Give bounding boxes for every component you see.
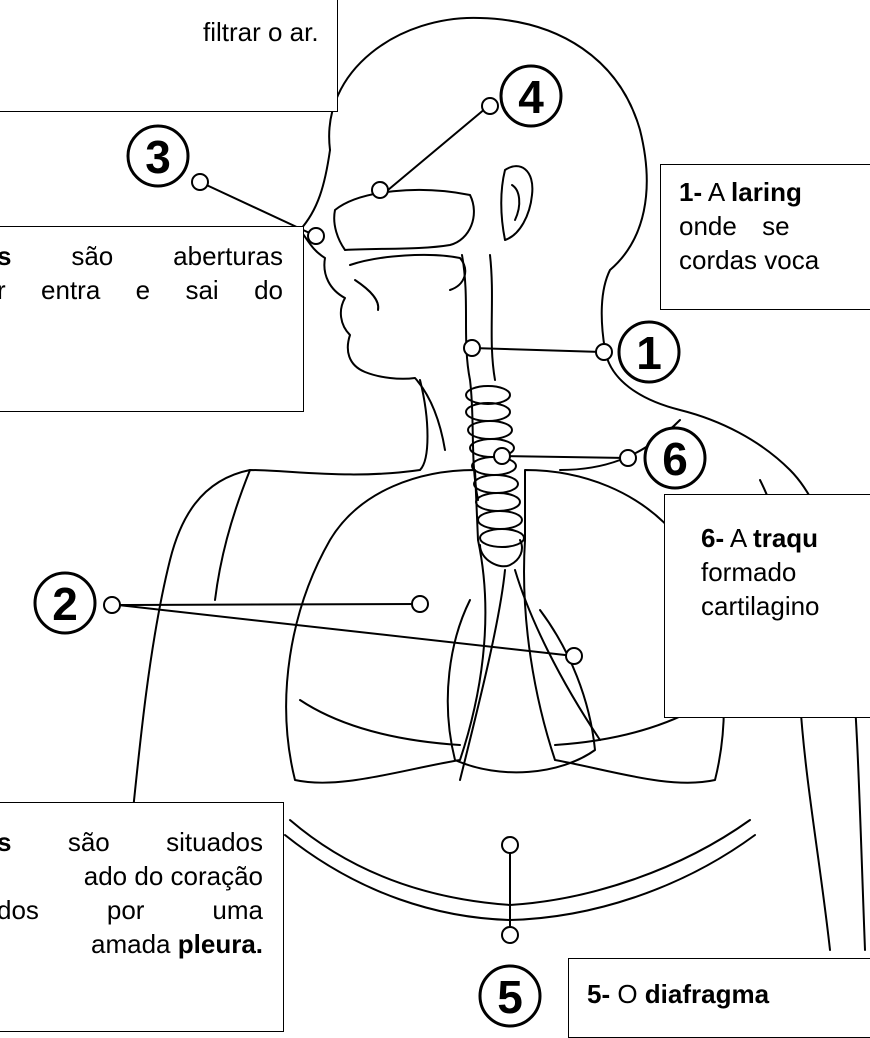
heart-area bbox=[448, 600, 595, 772]
callout-6-line-3: cartilagino bbox=[701, 589, 870, 623]
badge-2-label: 2 bbox=[52, 578, 78, 630]
callout-6-line-1: 6- A traqu bbox=[701, 521, 870, 555]
badge-4-label: 4 bbox=[518, 71, 544, 123]
callout-2-lungs: s são situados ado do coração dos por um… bbox=[0, 802, 284, 1032]
head-outline bbox=[329, 18, 865, 950]
callout-2-line-2: ado do coração bbox=[0, 859, 263, 893]
badge-5-label: 5 bbox=[497, 971, 523, 1023]
callout-5-line-1: 5- O diafragma bbox=[587, 977, 870, 1011]
callout-1-line-1: 1- A laring bbox=[679, 175, 870, 209]
callout-3-line-1: s são aberturas bbox=[0, 239, 283, 273]
diaphragm bbox=[290, 820, 750, 905]
badge-3: 3 bbox=[128, 126, 188, 186]
callout-top-left: filtrar o ar. bbox=[0, 0, 338, 112]
callout-2-line-4: amada pleura. bbox=[0, 927, 263, 961]
badge-1: 1 bbox=[619, 322, 679, 382]
callout-5-diaphragm: 5- O diafragma bbox=[568, 958, 870, 1038]
badge-4: 4 bbox=[501, 66, 561, 126]
callout-3-line-2: r entra e sai do bbox=[0, 273, 283, 307]
badge-1-label: 1 bbox=[636, 327, 662, 379]
badge-5: 5 bbox=[480, 966, 540, 1026]
nasal-cavity bbox=[334, 190, 474, 250]
callout-top-left-text: filtrar o ar. bbox=[203, 15, 337, 49]
callout-6-trachea: 6- A traqu formado cartilagino bbox=[664, 494, 870, 718]
ear-outline bbox=[501, 166, 532, 240]
callout-1-line-2: onde se bbox=[679, 209, 870, 243]
badge-6-label: 6 bbox=[662, 433, 688, 485]
pharynx bbox=[462, 255, 478, 500]
callout-1-line-3: cordas voca bbox=[679, 243, 870, 277]
callout-2-line-1: s são situados bbox=[0, 825, 263, 859]
callout-3-nostrils: s são aberturas r entra e sai do bbox=[0, 226, 304, 412]
badge-2: 2 bbox=[35, 573, 95, 633]
callout-2-line-3: dos por uma bbox=[0, 893, 263, 927]
callout-6-line-2: formado bbox=[701, 555, 870, 589]
callout-1-larynx: 1- A laring onde se cordas voca bbox=[660, 164, 870, 310]
badge-6: 6 bbox=[645, 428, 705, 488]
badge-3-label: 3 bbox=[145, 131, 171, 183]
